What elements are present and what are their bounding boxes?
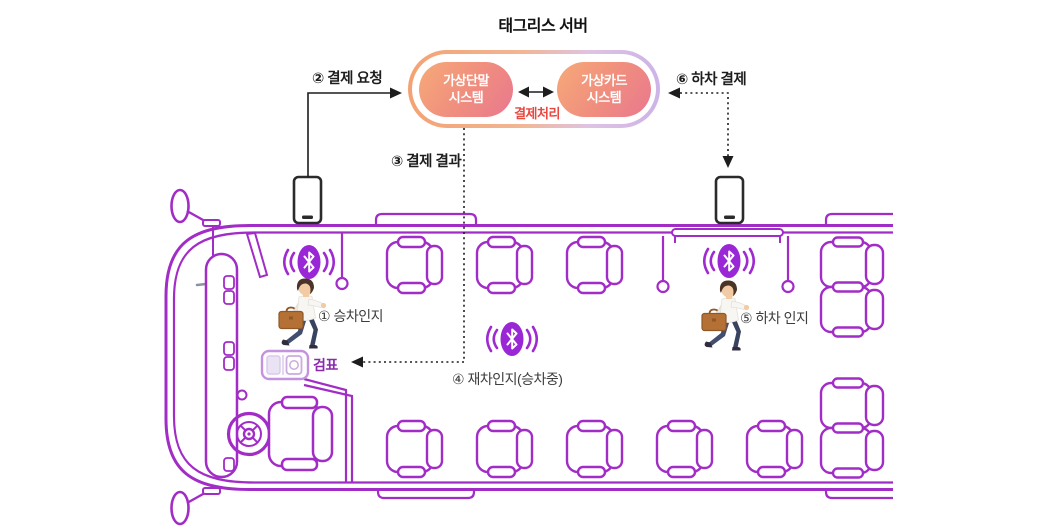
sync-arrow	[518, 86, 554, 98]
driver-partition	[303, 377, 354, 482]
seat-icon	[745, 419, 804, 479]
windshield-wiper	[195, 226, 269, 287]
seat-icon	[655, 419, 714, 479]
smartphone-icon	[292, 175, 323, 225]
step1-board-detect-label: ① 승차인지	[318, 308, 383, 324]
step2-pay-request-label: ② 결제 요청	[312, 71, 383, 87]
bluetooth-beacon-icon	[282, 243, 336, 281]
handrail-bar	[671, 228, 784, 243]
bluetooth-beacon-icon	[485, 320, 539, 358]
virtual-card-line1: 가상카드	[581, 72, 627, 88]
smartphone-icon	[714, 175, 745, 225]
bus-body	[164, 224, 893, 491]
virtual-terminal-system-node: 가상단말 시스템	[419, 62, 513, 117]
payment-processing-label: 결제처리	[514, 106, 560, 121]
bluetooth-beacon-icon	[702, 242, 756, 280]
door-outline	[374, 212, 893, 500]
virtual-terminal-line1: 가상단말	[443, 72, 489, 88]
side-mirror-icon	[170, 188, 221, 227]
alight-payment-arrow	[668, 87, 734, 168]
hand-strap-icon	[335, 231, 349, 291]
payment-request-arrow	[307, 87, 402, 177]
fare-reader-icon	[260, 349, 310, 381]
seat-icon	[475, 235, 534, 295]
seat-icon	[475, 419, 534, 479]
seat-icon	[565, 419, 624, 479]
diagram-title: 태그리스 서버	[498, 18, 588, 35]
step4-re-detect-label: ④ 재차인지(승차중)	[452, 371, 563, 387]
virtual-card-line2: 시스템	[586, 89, 622, 105]
rear-seat-block	[819, 236, 885, 479]
virtual-card-system-node: 가상카드 시스템	[557, 62, 651, 117]
step3-pay-result-label: ③ 결제 결과	[391, 154, 462, 170]
hand-strap-icon	[781, 234, 795, 294]
step6-alight-pay-label: ⑥ 하차 결제	[676, 72, 747, 88]
inspection-label: 검표	[313, 357, 338, 373]
side-mirror-icon	[170, 487, 221, 526]
seat-icon	[385, 235, 444, 295]
payment-result-arrow	[351, 128, 465, 368]
seat-icon	[565, 235, 624, 295]
virtual-terminal-line2: 시스템	[448, 89, 484, 105]
driver-seat	[267, 395, 334, 472]
hand-strap-icon	[656, 234, 670, 294]
seat-icon	[385, 419, 444, 479]
dashboard	[204, 252, 248, 479]
step5-alight-detect-label: ⑤ 하차 인지	[740, 310, 809, 326]
